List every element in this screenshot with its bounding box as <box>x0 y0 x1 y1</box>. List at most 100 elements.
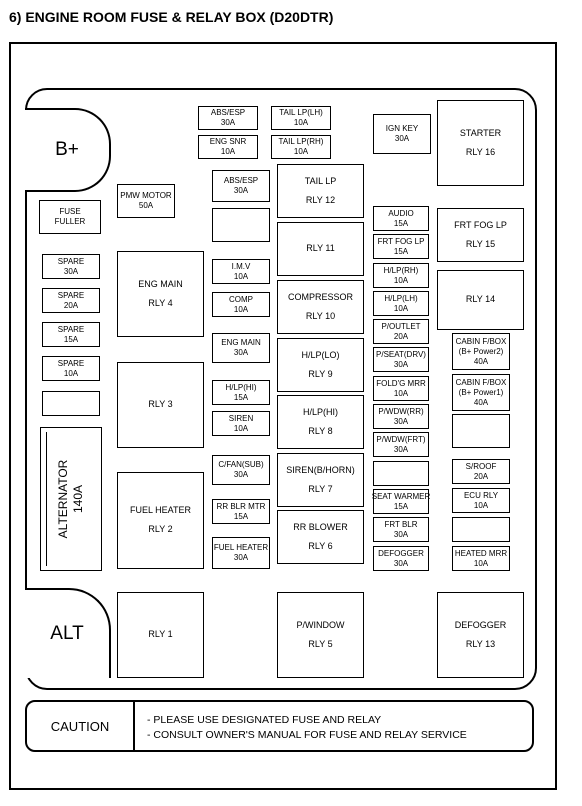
box-label-line: ABS/ESP <box>210 108 246 117</box>
box-label-line: 10A <box>233 304 249 314</box>
box-label-line: 10A <box>233 423 249 433</box>
box-label-line: RR BLOWER <box>293 521 348 532</box>
box-label-line: 40A <box>473 397 489 407</box>
box-label-line: SPARE <box>57 290 85 300</box>
box-label-line: 10A <box>393 388 409 398</box>
fuse-slot-empty-4 <box>452 414 510 448</box>
box-label-line: AUDIO <box>388 208 414 218</box>
box-label-line: PMW MOTOR <box>120 191 172 200</box>
box-label-line: FULLER <box>54 217 86 226</box>
fuse-tail-lp-rh: TAIL LP(RH)10A <box>271 135 331 159</box>
b-plus-terminal: B+ <box>25 108 111 192</box>
box-label-line: FUEL HEATER <box>129 505 191 516</box>
box-label-line: RLY 4 <box>148 297 173 308</box>
box-label-line: ECU RLY <box>463 490 499 500</box>
fuse-cabin-fbox-power1: CABIN F/BOX(B+ Power1)40A <box>452 374 510 411</box>
box-label-line: 15A <box>63 334 79 344</box>
box-label-line: RLY 11 <box>306 243 335 254</box>
box-label-line: FUSE <box>59 207 81 216</box>
box-label-line: 30A <box>393 359 409 369</box>
box-label-line: P/OUTLET <box>381 321 421 331</box>
box-label-line: 30A <box>393 416 409 426</box>
box-label-line: S/ROOF <box>465 461 497 471</box>
box-label-line: RLY 6 <box>308 540 333 551</box>
box-label-line: HEATED MRR <box>454 548 508 558</box>
fuse-cabin-fbox-power2: CABIN F/BOX(B+ Power2)40A <box>452 333 510 370</box>
box-label-line: RLY 2 <box>148 524 173 534</box>
box-label-line: 15A <box>393 218 409 228</box>
fuse-hlp-hi: H/LP(HI)15A <box>212 380 270 405</box>
box-label-line: 30A <box>393 529 409 539</box>
box-label-line: P/WDW(FRT) <box>376 434 426 444</box>
box-label-line: (B+ Power1) <box>458 387 504 397</box>
box-label-line: 10A <box>473 500 489 510</box>
relay-14: RLY 14 <box>437 270 524 330</box>
box-label-line: 30A <box>233 470 249 479</box>
relay-fuel-heater: FUEL HEATER RLY 2 <box>117 472 204 569</box>
box-label-line: SPARE <box>57 358 85 368</box>
box-label-line: FRT FOG LP <box>377 236 425 246</box>
box-label-line: IGN KEY <box>385 124 419 133</box>
box-label-line: SEAT WARMER <box>371 491 431 501</box>
caution-line-1: - PLEASE USE DESIGNATED FUSE AND RELAY <box>147 714 382 726</box>
box-label-line: SPARE <box>57 256 85 266</box>
alternator-rating: 140A <box>71 484 85 514</box>
relay-1: RLY 1 <box>117 592 204 678</box>
box-label-line: FRT BLR <box>384 519 418 529</box>
box-label-line: P/WDW(RR) <box>378 406 424 416</box>
box-label-line: FUEL HEATER <box>213 543 269 552</box>
box-label-line: RLY 15 <box>465 238 496 249</box>
box-label-line: 15A <box>233 392 249 402</box>
box-label-line: 30A <box>394 134 410 143</box>
relay-siren-horn: SIREN(B/HORN)RLY 7 <box>277 453 364 507</box>
box-label-line: ENG MAIN <box>138 278 183 289</box>
box-label-line: ENG MAIN <box>221 338 261 347</box>
box-label-line: H/LP(LH) <box>384 293 418 303</box>
fuse-hlp-lh: H/LP(LH)10A <box>373 291 429 316</box>
box-label-line: SPARE <box>57 324 85 334</box>
box-label-line: H/LP(LO) <box>301 349 340 360</box>
fuse-slot-empty-2 <box>212 208 270 242</box>
fuse-tail-lp-lh: TAIL LP(LH)10A <box>271 106 331 130</box>
box-label-line: 10A <box>393 303 409 313</box>
box-label-line: RLY 13 <box>465 638 496 649</box>
box-label-line: H/LP(HI) <box>302 406 338 417</box>
fuse-slot-empty-3 <box>373 461 429 486</box>
caution-box: CAUTION - PLEASE USE DESIGNATED FUSE AND… <box>25 700 534 752</box>
box-label-line: 30A <box>220 118 236 127</box>
relay-3: RLY 3 <box>117 362 204 448</box>
box-label-line: RLY 12 <box>305 194 336 205</box>
box-label-line: 15A <box>233 511 249 521</box>
alt-terminal: ALT <box>25 588 111 678</box>
fuse-slot-empty-5 <box>452 517 510 542</box>
box-label-line: 50A <box>138 201 154 210</box>
box-label-line: RLY 8 <box>308 425 333 436</box>
fuse-cfan-sub: C/FAN(SUB)30A <box>212 455 270 485</box>
box-label-line: H/LP(RH) <box>383 265 419 275</box>
box-label-line: 30A <box>393 444 409 454</box>
alternator-fuse: ALTERNATOR 140A <box>40 427 102 571</box>
box-label-line: RLY 16 <box>465 146 496 157</box>
alternator-fuse-inner <box>46 432 97 566</box>
box-label-line: RLY 7 <box>308 483 333 494</box>
box-label-line: ABS/ESP <box>223 176 259 185</box>
box-label-line: RLY 5 <box>308 638 333 649</box>
fuse-box-outline <box>9 42 557 790</box>
box-label-line: 30A <box>233 553 249 562</box>
